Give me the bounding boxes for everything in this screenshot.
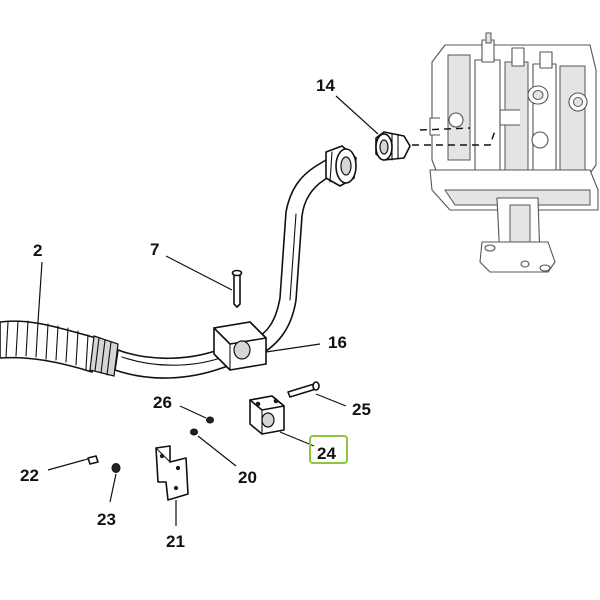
leader-23 bbox=[109, 473, 117, 503]
callout-20[interactable]: 20 bbox=[238, 468, 257, 487]
leader-25 bbox=[315, 393, 347, 407]
callout-24[interactable]: 24 bbox=[317, 444, 336, 463]
leader-lines bbox=[37, 95, 379, 526]
leader-24 bbox=[279, 431, 315, 447]
mounting-bracket-part-21 bbox=[155, 445, 189, 501]
callout-22[interactable]: 22 bbox=[20, 466, 39, 485]
nut-part-23 bbox=[111, 463, 121, 473]
highlight-box-24 bbox=[309, 435, 348, 464]
callout-26[interactable]: 26 bbox=[153, 393, 172, 412]
adapter-fitting-part-14 bbox=[375, 131, 411, 161]
assembly-dashed-line bbox=[412, 127, 497, 146]
leader-14 bbox=[335, 95, 379, 135]
callout-23[interactable]: 23 bbox=[97, 510, 116, 529]
callout-25[interactable]: 25 bbox=[352, 400, 371, 419]
control-valve-assembly bbox=[429, 32, 599, 273]
leader-20 bbox=[197, 435, 237, 467]
nut-part-26 bbox=[206, 416, 214, 424]
pin-part-7 bbox=[231, 269, 243, 308]
callout-7[interactable]: 7 bbox=[150, 240, 159, 259]
leader-26 bbox=[179, 405, 207, 419]
bolt-part-25 bbox=[287, 381, 320, 398]
leader-7 bbox=[165, 255, 233, 291]
callout-21[interactable]: 21 bbox=[166, 532, 185, 551]
clamp-block-part-24 bbox=[249, 395, 285, 435]
callout-2[interactable]: 2 bbox=[33, 241, 42, 260]
washer-part-20 bbox=[190, 428, 198, 436]
callout-16[interactable]: 16 bbox=[328, 333, 347, 352]
hydraulic-hose-part-2 bbox=[0, 145, 357, 379]
assembly-dashed-line-2 bbox=[419, 127, 471, 131]
callout-labels: 14 2 7 16 26 25 24 22 20 23 21 bbox=[20, 76, 371, 551]
screw-part-22 bbox=[83, 455, 99, 465]
leader-16 bbox=[265, 343, 321, 353]
leader-2 bbox=[37, 261, 43, 323]
callout-14[interactable]: 14 bbox=[316, 76, 335, 95]
tube-clamp-part-16 bbox=[213, 321, 267, 371]
leader-22 bbox=[47, 459, 85, 471]
